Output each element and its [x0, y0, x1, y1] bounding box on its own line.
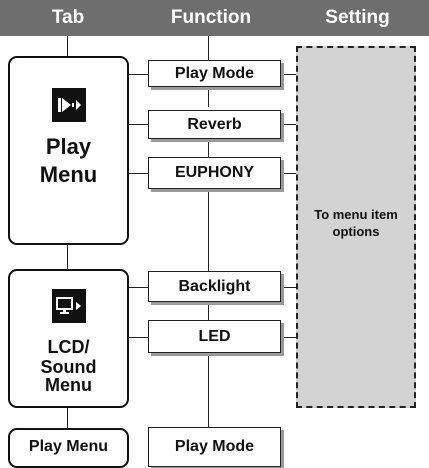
tab-title-line: Menu	[45, 375, 92, 395]
setting-panel: To menu item options	[296, 46, 416, 408]
connector-line	[208, 302, 209, 320]
function-play-mode-2[interactable]: Play Mode	[148, 427, 281, 467]
function-led[interactable]: LED	[148, 320, 281, 353]
connector-line	[129, 74, 148, 75]
connector-line	[208, 189, 209, 271]
connector-line	[208, 85, 209, 107]
column-header-setting: Setting	[325, 7, 390, 28]
play-menu-icon-glyph	[57, 98, 81, 112]
function-euphony[interactable]: EUPHONY	[148, 157, 281, 189]
connector-line	[281, 287, 296, 288]
tab-title: Play Menu	[28, 438, 109, 455]
tab-play-menu[interactable]: Play Menu	[8, 56, 129, 245]
tab-title-line: Sound	[40, 357, 97, 377]
connector-line	[129, 337, 148, 338]
connector-line	[208, 353, 209, 427]
header-bar	[0, 0, 429, 36]
function-reverb[interactable]: Reverb	[148, 110, 281, 139]
connector-line	[281, 173, 296, 174]
tab-title-line: Play	[45, 134, 92, 159]
connector-line	[281, 74, 296, 75]
tab-play-menu-2[interactable]: Play Menu	[8, 428, 129, 468]
lcd-monitor-icon	[51, 289, 86, 323]
connector-line	[67, 408, 68, 428]
tab-title-line: Menu	[39, 162, 98, 187]
function-backlight[interactable]: Backlight	[148, 271, 281, 302]
connector-line	[67, 245, 68, 269]
connector-line	[281, 124, 296, 125]
connector-line	[281, 337, 296, 338]
lcd-monitor-icon-glyph	[55, 297, 81, 314]
column-header-function: Function	[170, 7, 252, 28]
connector-line	[208, 36, 209, 60]
column-header-tab: Tab	[51, 7, 85, 28]
function-play-mode[interactable]: Play Mode	[148, 60, 281, 87]
connector-line	[67, 36, 68, 56]
tab-lcd-sound-menu[interactable]: LCD/ Sound Menu	[8, 269, 129, 408]
connector-line	[129, 287, 148, 288]
tab-title-line: LCD/	[47, 337, 90, 357]
play-menu-icon	[51, 88, 86, 122]
connector-line	[208, 139, 209, 157]
connector-line	[129, 173, 148, 174]
setting-note: To menu item options	[314, 207, 398, 239]
connector-line	[129, 124, 148, 125]
